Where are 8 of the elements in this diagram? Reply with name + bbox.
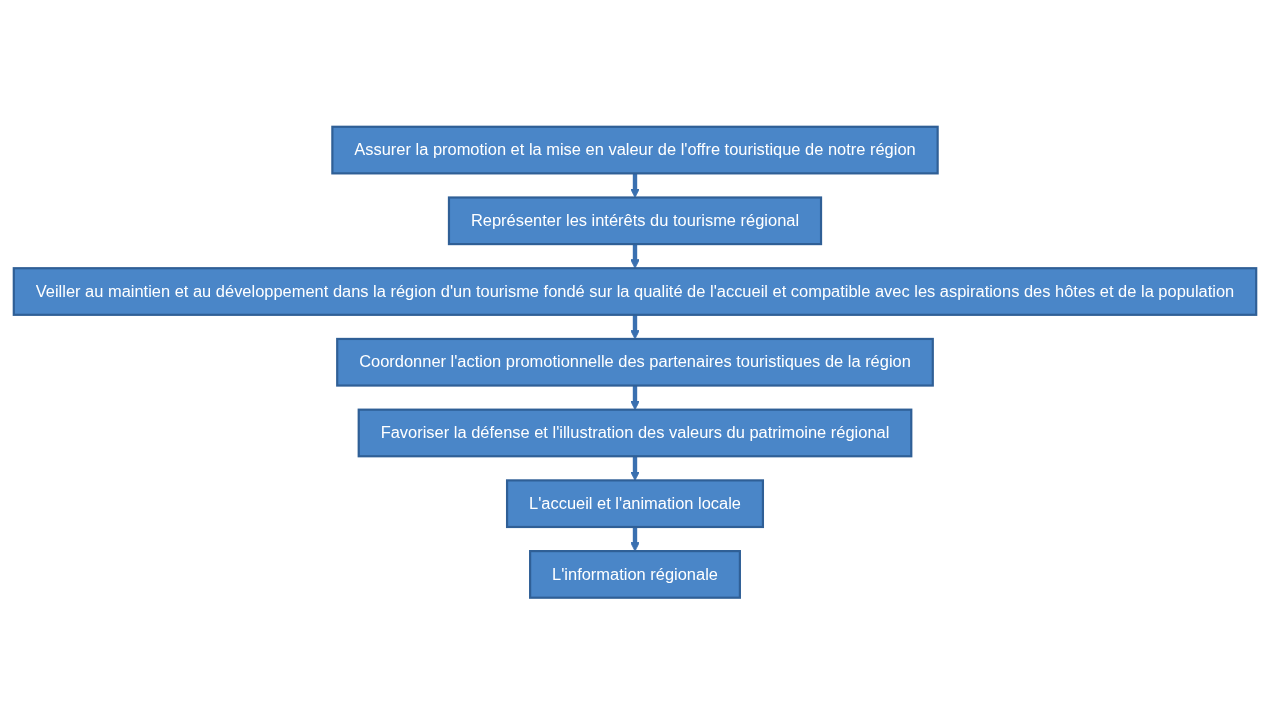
node-box: Favoriser la défense et l'illustration des valeurs du patrimoine régional — [357, 408, 913, 458]
node-box: L'accueil et l'animation locale — [505, 479, 765, 528]
node-box: L'information régionale — [529, 549, 741, 599]
node-box: Représenter les intérêts du tourisme régional — [447, 196, 823, 245]
node-box: Coordonner l'action promotionnelle des partenaires touristiques de la région — [336, 337, 934, 387]
node-box: Assurer la promotion et la mise en valeur de l'offre touristique de notre région — [331, 125, 939, 175]
node-box: Veiller au maintien et au développement dans la région d'un tourisme fondé sur la qualité de l'accueil et compatible avec les aspirations des hôtes et de la population — [12, 266, 1258, 316]
arrow — [630, 385, 640, 410]
